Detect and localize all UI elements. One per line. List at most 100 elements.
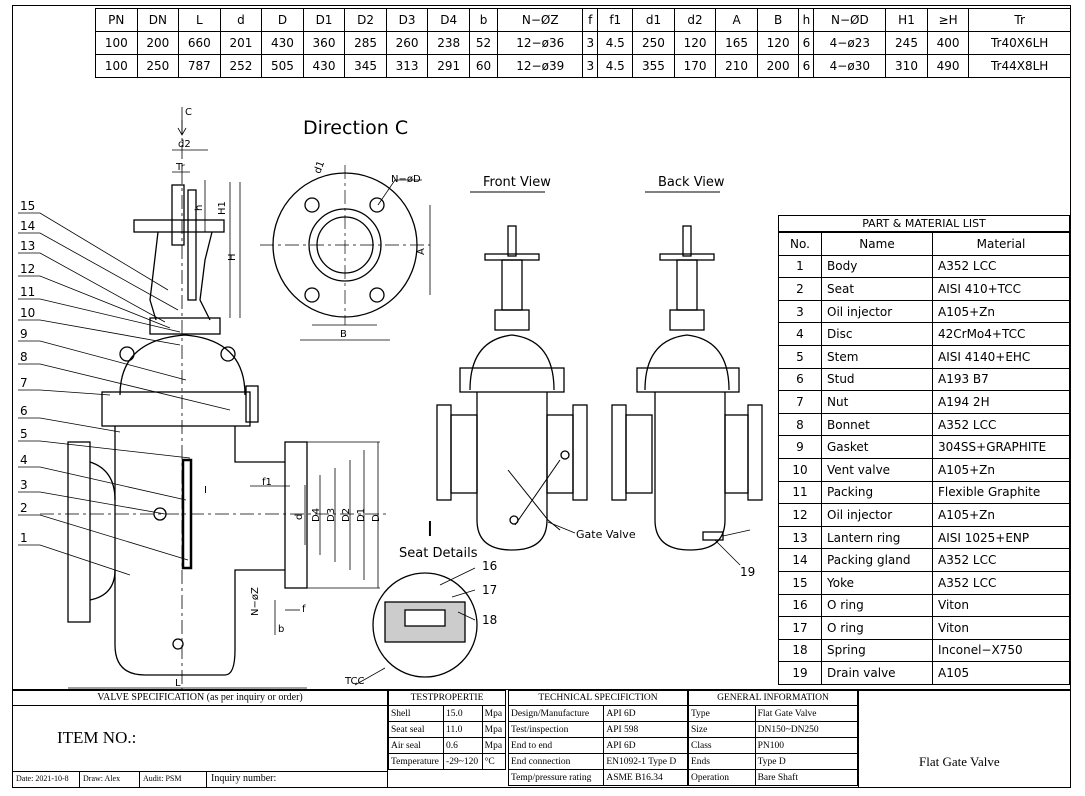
- drawing-frame: [12, 5, 1071, 788]
- svg-text:d2: d2: [178, 139, 191, 150]
- dimension-labels: C d2 Tr h H1 H N−øD d1 A B f1 d D4 D3 D2…: [175, 107, 427, 689]
- part-material: AISI 4140+EHC: [932, 344, 1070, 369]
- test-unit: °C: [481, 753, 507, 770]
- balloon-9: 9: [20, 327, 28, 341]
- general-value: Flat Gate Valve: [754, 705, 859, 722]
- gate-valve-label: Gate Valve: [576, 528, 636, 541]
- dim-cell: 355: [632, 54, 675, 78]
- dim-cell: 6: [798, 54, 815, 78]
- dim-cell: 170: [673, 54, 717, 78]
- test-value: 15.0: [443, 705, 483, 722]
- part-material: A105+Zn: [932, 503, 1070, 527]
- dim-header-cell: H1: [885, 8, 928, 32]
- svg-text:C: C: [185, 107, 192, 118]
- part-material: A193 B7: [932, 367, 1070, 392]
- part-material: Viton: [932, 616, 1070, 640]
- general-info-title: GENERAL INFORMATION: [688, 690, 858, 706]
- balloon-leaders: [18, 212, 231, 576]
- svg-text:L: L: [175, 678, 181, 689]
- tech-key: End to end: [507, 737, 605, 754]
- svg-text:Tr: Tr: [175, 162, 186, 173]
- general-value: PN100: [754, 737, 859, 754]
- back-view: [611, 225, 763, 566]
- footer-inquiry: Inquiry number:: [211, 773, 277, 784]
- seat-balloon-16: 16: [482, 559, 497, 573]
- balloon-1: 1: [20, 531, 28, 545]
- part-name: Body: [821, 254, 933, 279]
- front-view: [436, 225, 588, 551]
- balloon-6: 6: [20, 404, 28, 418]
- svg-text:B: B: [340, 329, 347, 340]
- seat-details-label: Seat Details: [399, 546, 478, 561]
- balloon-14: 14: [20, 219, 35, 233]
- dim-cell: 6: [798, 31, 815, 55]
- item-no-label: ITEM NO.:: [57, 728, 137, 747]
- tech-key: End connection: [507, 753, 605, 770]
- part-name: Packing gland: [821, 548, 933, 572]
- section-view: [40, 120, 390, 690]
- part-name: Bonnet: [821, 412, 933, 437]
- part-name: Stud: [821, 367, 933, 392]
- test-unit: Mpa: [481, 721, 507, 738]
- part-name: O ring: [821, 593, 933, 618]
- part-number: 12: [778, 503, 822, 527]
- svg-text:N−øD: N−øD: [391, 174, 421, 185]
- part-number: 2: [778, 277, 822, 301]
- dim-cell: 252: [219, 54, 263, 78]
- part-number: 17: [778, 616, 822, 640]
- test-value: 0.6: [443, 737, 483, 754]
- dim-cell: 200: [756, 54, 800, 78]
- balloon-2: 2: [20, 501, 28, 515]
- part-name: O ring: [821, 616, 933, 640]
- svg-text:D2: D2: [341, 508, 352, 522]
- tech-value: EN1092-1 Type D: [603, 753, 688, 770]
- part-material: A194 2H: [932, 390, 1070, 414]
- general-value: Type D: [754, 753, 859, 770]
- seat-details: [354, 567, 478, 686]
- svg-text:H1: H1: [217, 201, 228, 215]
- tcc-label: TCC: [344, 676, 365, 687]
- dim-cell: 310: [885, 54, 928, 78]
- part-number: 13: [778, 525, 822, 550]
- dim-cell: 201: [219, 31, 263, 55]
- svg-text:H: H: [227, 253, 238, 261]
- part-number: 16: [778, 593, 822, 618]
- dim-header-cell: d: [219, 8, 263, 32]
- part-number: 19: [778, 661, 822, 685]
- dim-cell: 490: [926, 54, 970, 78]
- part-material: Viton: [932, 593, 1070, 618]
- tech-value: API 6D: [603, 737, 688, 754]
- part-material: AISI 1025+ENP: [932, 525, 1070, 550]
- dim-cell: 787: [178, 54, 221, 78]
- general-key: Operation: [688, 769, 756, 786]
- part-number: 8: [778, 412, 822, 437]
- seat-details-roman: I: [427, 517, 433, 541]
- part-name: Vent valve: [821, 457, 933, 482]
- direction-c-flange: [260, 165, 431, 341]
- balloon-5: 5: [20, 427, 28, 441]
- test-name: Shell: [387, 705, 445, 722]
- part-name: Oil injector: [821, 503, 933, 527]
- svg-text:I: I: [204, 485, 207, 496]
- part-name: Stem: [821, 344, 933, 369]
- part-name: Drain valve: [821, 661, 933, 685]
- test-name: Temperature: [387, 753, 445, 770]
- general-key: Ends: [688, 753, 756, 770]
